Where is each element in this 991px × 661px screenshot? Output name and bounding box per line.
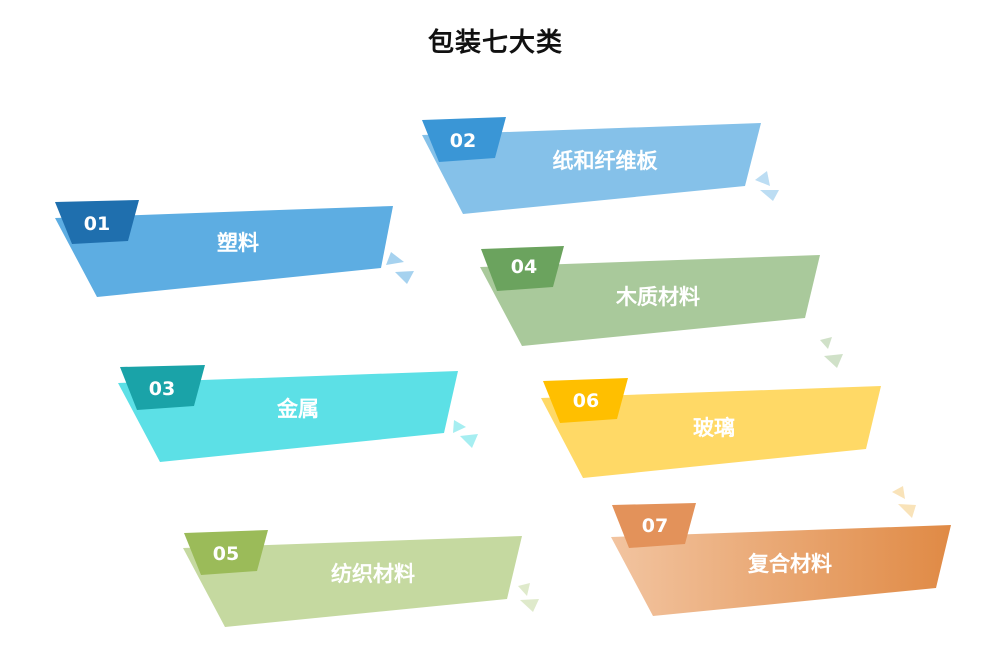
- decoration-shard: [460, 434, 478, 448]
- number-tab: [422, 117, 506, 162]
- decoration-shard: [395, 271, 414, 284]
- number-tab: [612, 503, 696, 548]
- number-label: 05: [213, 543, 239, 565]
- number-tab: [543, 378, 628, 423]
- decoration-shard: [892, 486, 905, 499]
- card-band: [118, 371, 458, 462]
- category-label: 塑料: [217, 231, 259, 255]
- number-label: 02: [450, 130, 476, 152]
- decoration-shard: [820, 337, 832, 349]
- number-label: 07: [642, 515, 668, 537]
- category-label: 纺织材料: [331, 562, 415, 586]
- category-card-06: 06 玻璃: [541, 378, 881, 478]
- card-band: [183, 536, 522, 627]
- category-card-03: 03 金属: [118, 365, 478, 462]
- category-card-07: 07 复合材料: [611, 486, 951, 616]
- decoration-shard: [755, 171, 770, 186]
- number-label: 06: [573, 390, 599, 412]
- card-band: [480, 255, 820, 346]
- category-card-02: 02 纸和纤维板: [422, 117, 779, 214]
- category-label: 木质材料: [615, 285, 700, 309]
- card-band: [422, 123, 761, 214]
- category-card-01: 01 塑料: [55, 200, 414, 297]
- number-label: 01: [84, 213, 110, 235]
- category-label: 纸和纤维板: [553, 149, 659, 173]
- card-band: [611, 525, 951, 616]
- card-band: [55, 206, 393, 297]
- decoration-shard: [824, 354, 843, 368]
- decoration-shard: [453, 420, 466, 433]
- number-label: 04: [511, 256, 537, 278]
- decoration-shard: [520, 599, 539, 612]
- decoration-shard: [898, 504, 916, 518]
- category-label: 金属: [276, 397, 319, 421]
- decoration-shard: [518, 583, 530, 596]
- decoration-shard: [386, 252, 404, 265]
- number-tab: [120, 365, 205, 410]
- number-tab: [55, 200, 139, 244]
- number-tab: [184, 530, 268, 575]
- decoration-shard: [760, 190, 779, 201]
- category-label: 复合材料: [747, 552, 832, 576]
- number-tab: [481, 246, 564, 291]
- number-label: 03: [149, 378, 175, 400]
- page-title: 包装七大类: [427, 28, 563, 58]
- category-card-05: 05 纺织材料: [183, 530, 539, 627]
- category-label: 玻璃: [693, 416, 735, 440]
- category-card-04: 04 木质材料: [480, 246, 843, 368]
- card-band: [541, 386, 881, 478]
